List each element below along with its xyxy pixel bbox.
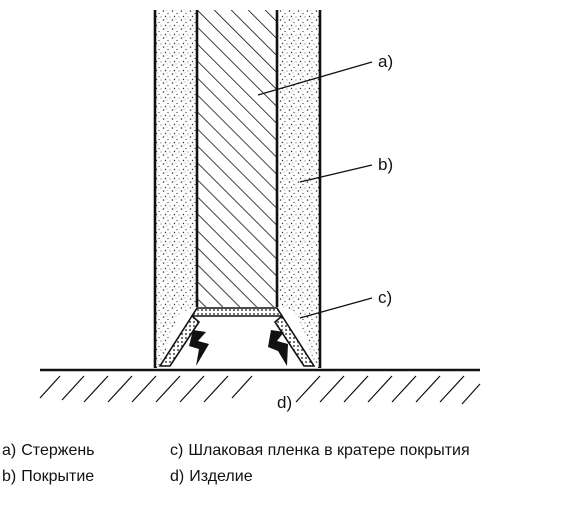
callout-label-d: d) <box>277 393 292 412</box>
core-rod <box>197 10 277 307</box>
legend-text: Стержень <box>21 442 95 459</box>
legend-item-coating: b)Покрытие <box>2 466 94 488</box>
callout-label-a: a) <box>378 52 393 71</box>
slag-film <box>158 307 316 367</box>
arc-lightning-right-icon <box>268 330 288 366</box>
workpiece <box>39 368 481 405</box>
legend-key: a) <box>2 442 17 459</box>
leader-line-c <box>299 297 373 319</box>
coating-left <box>155 10 197 368</box>
legend-text: Шлаковая пленка в кратере покрытия <box>188 442 470 459</box>
legend-item-slag-film: c)Шлаковая пленка в кратере покрытия <box>170 440 470 462</box>
leader-line-a <box>257 61 373 96</box>
coating-right <box>277 10 320 368</box>
legend-key: c) <box>170 442 184 459</box>
electrode-outline <box>153 10 322 368</box>
callout-label-b: b) <box>378 155 393 174</box>
legend: a)Стержень b)Покрытие c)Шлаковая пленка … <box>2 436 566 506</box>
leader-line-b <box>299 164 373 183</box>
legend-key: d) <box>170 468 185 485</box>
legend-item-core: a)Стержень <box>2 440 95 462</box>
legend-text: Покрытие <box>21 468 95 485</box>
legend-key: b) <box>2 468 17 485</box>
legend-text: Изделие <box>189 468 253 485</box>
electrode-welding-diagram: a) b) c) d) <box>39 10 481 412</box>
arc-lightning-left-icon <box>189 330 209 366</box>
leader-lines <box>257 61 373 319</box>
callout-label-c: c) <box>378 288 392 307</box>
legend-item-workpiece: d)Изделие <box>170 466 253 488</box>
